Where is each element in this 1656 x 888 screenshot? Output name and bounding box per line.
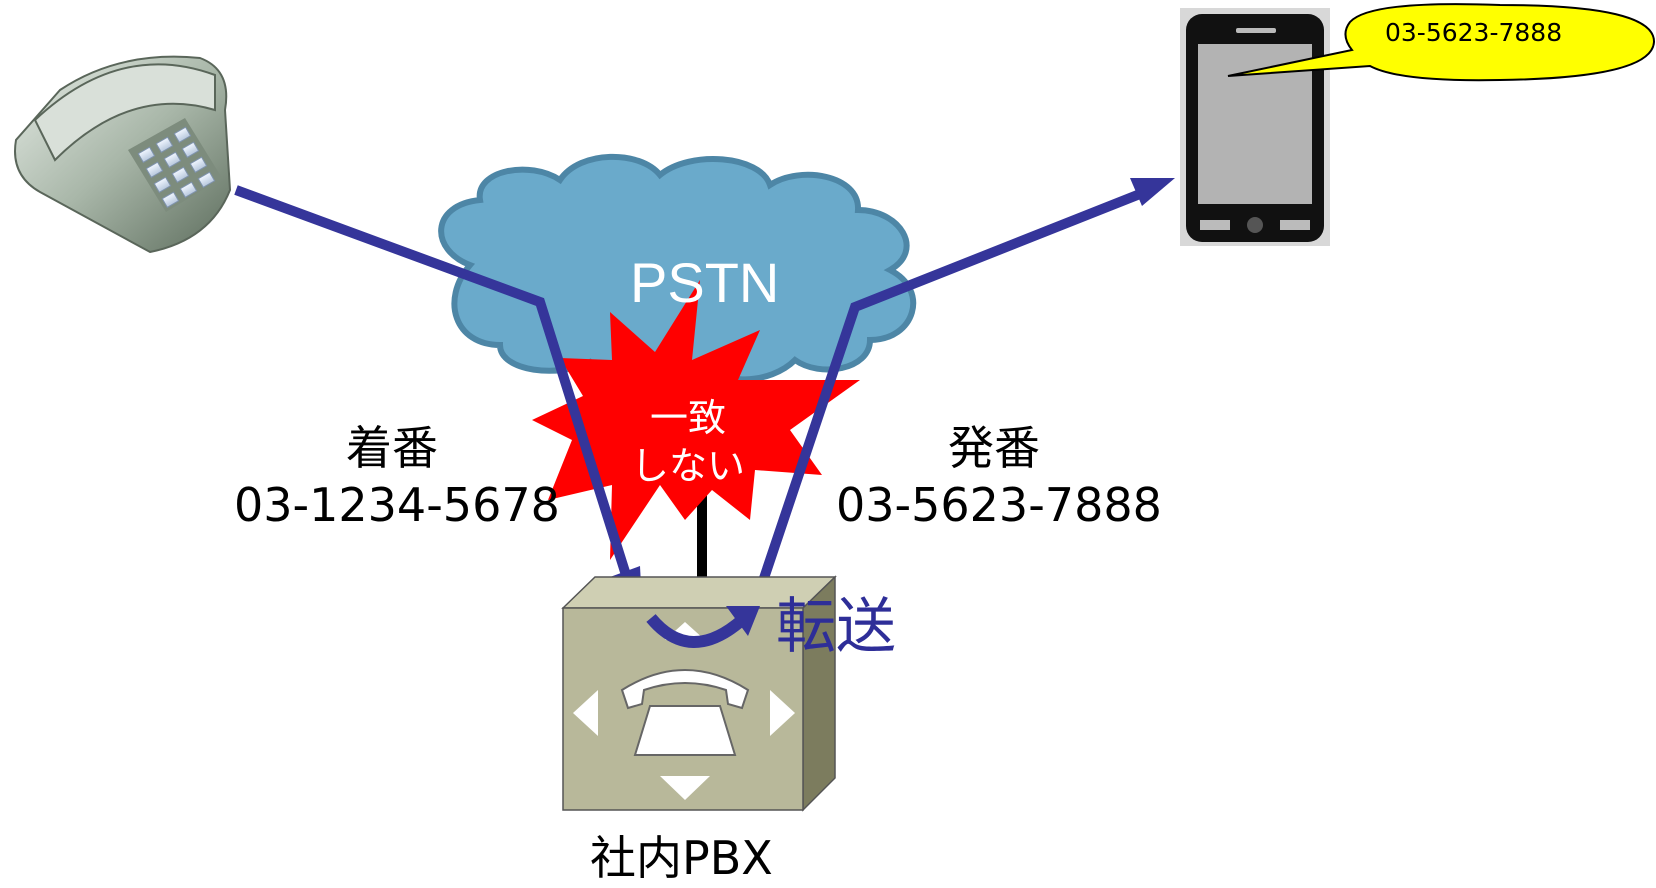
explosion-icon [532,280,860,560]
mismatch-label: 一致 しない [618,394,758,490]
mismatch-line-1: 一致 [649,396,726,440]
outgoing-heading: 発番 [948,421,1040,475]
network-label: PSTN [630,251,780,314]
transfer-label: 転送 [776,592,896,662]
pbx-label: 社内PBX [590,831,773,885]
incoming-number: 03-1234-5678 [234,478,560,532]
transfer-arrow [646,606,760,648]
phone-display-number: 03-5623-7888 [1385,18,1563,47]
outgoing-number: 03-5623-7888 [836,478,1162,532]
desk-phone-icon [14,55,232,254]
incoming-heading: 着番 [346,421,438,475]
mismatch-line-2: しない [630,444,745,488]
smartphone-icon [1180,8,1330,246]
outgoing-call-arrow [750,178,1175,607]
speech-bubble-icon [1227,3,1656,82]
